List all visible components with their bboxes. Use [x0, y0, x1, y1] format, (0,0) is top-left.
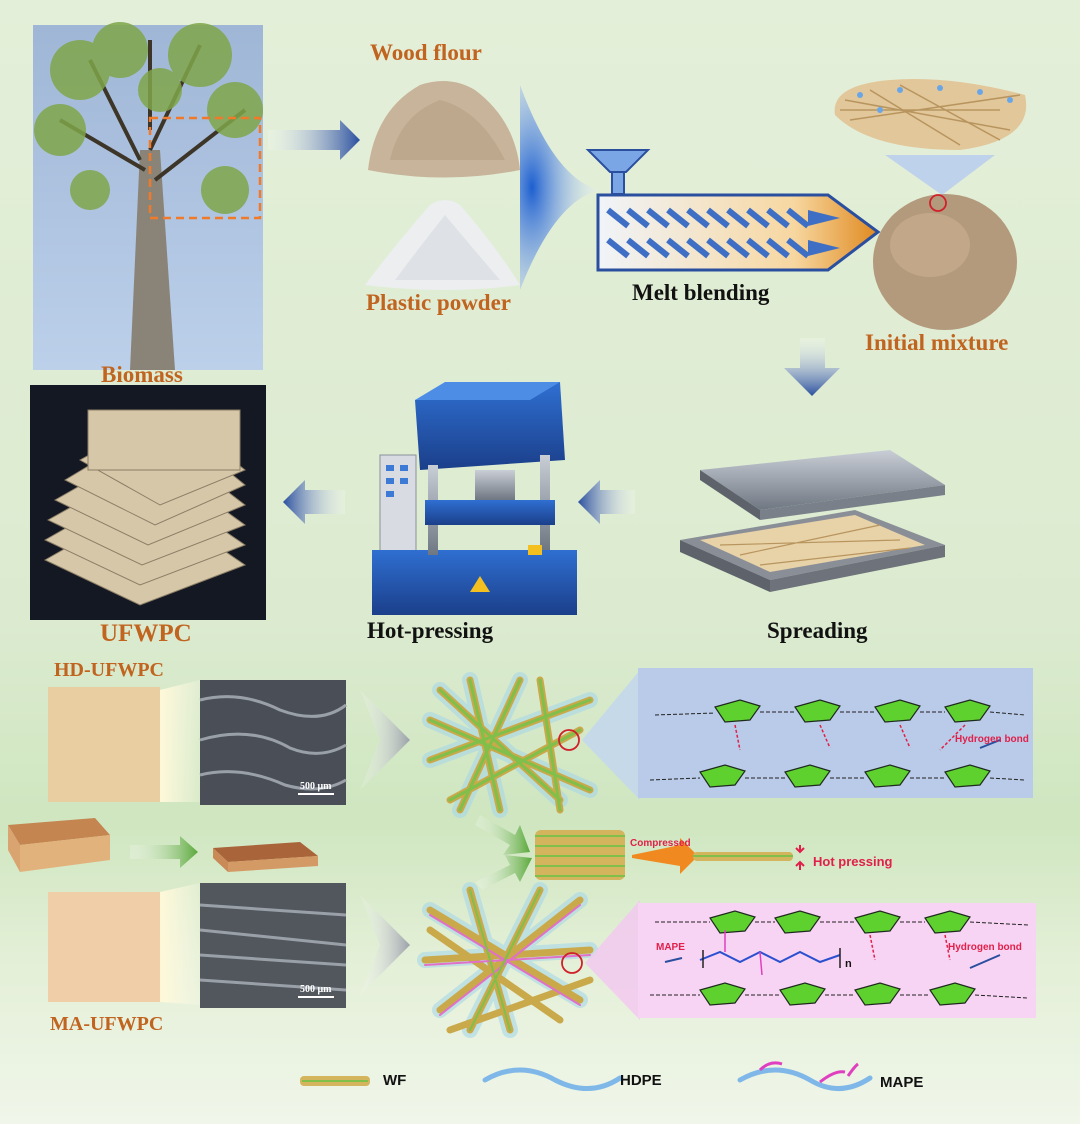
plastic-powder-pile: [365, 200, 520, 290]
ma-ufwpc-label: MA-UFWPC: [50, 1013, 164, 1035]
wood-flour-label: Wood flour: [370, 40, 482, 65]
hot-pressing-label: Hot-pressing: [367, 618, 494, 643]
arrow-compressed: [632, 838, 698, 874]
spreading-mold: [680, 450, 945, 592]
hd-ufwpc-label: HD-UFWPC: [54, 659, 164, 681]
ma-sample-photo: [48, 892, 160, 1002]
mape-chain-label: MAPE: [656, 942, 685, 953]
hot-press-machine: [372, 382, 577, 615]
legend-hdpe-swatch: [482, 1067, 623, 1091]
arrow-board-compress: [130, 836, 198, 868]
arrow-green-bottom: [475, 855, 532, 890]
legend-mape-swatch: [737, 1061, 873, 1091]
biomass-tree-photo: [33, 22, 263, 370]
initial-mixture-label: Initial mixture: [865, 330, 1009, 355]
legend-wf-swatch: [300, 1076, 370, 1086]
ufwpc-panels-photo: [30, 385, 266, 620]
compressed-label: Compressed: [630, 838, 691, 849]
wood-board-thin: [213, 842, 318, 872]
hd-molecular-panel: [638, 668, 1033, 798]
ma-fiber-network: [417, 882, 598, 1038]
arrow-to-ufwpc: [283, 480, 345, 524]
melt-blending-label: Melt blending: [632, 280, 770, 305]
spreading-label: Spreading: [767, 618, 868, 643]
ma-light-beam: [160, 883, 200, 1005]
ma-zoom-beam: [585, 900, 640, 1020]
wood-board-thick: [8, 818, 110, 872]
arrow-to-hot-pressing: [578, 480, 635, 524]
initial-mixture-fibers: [834, 79, 1027, 195]
plastic-powder-label: Plastic powder: [366, 290, 512, 315]
hd-light-beam: [160, 680, 200, 802]
arrow-grey-ma: [360, 895, 410, 995]
legend-mape-label: MAPE: [880, 1074, 924, 1091]
wf-compressed-fiber: [693, 845, 805, 870]
initial-mixture-pile: [873, 194, 1017, 330]
hd-sample-photo: [48, 687, 160, 802]
ma-molecular-panel: [638, 903, 1036, 1018]
merge-funnel: [520, 85, 600, 290]
hd-sem-image: [199, 680, 347, 805]
hd-zoom-beam: [582, 670, 640, 800]
arrow-green-top: [475, 815, 530, 855]
ma-scale-bar-text: 500 μm: [300, 984, 332, 995]
arrow-grey-hd: [360, 690, 410, 790]
hd-scale-bar-text: 500 μm: [300, 781, 332, 792]
polymer-subscript-n: n: [845, 958, 852, 970]
ma-sem-image: [199, 883, 347, 1008]
arrow-to-spreading: [784, 338, 840, 396]
legend-hdpe-label: HDPE: [620, 1072, 662, 1089]
wood-flour-pile: [368, 81, 520, 178]
hot-pressing-note: Hot pressing: [813, 854, 893, 869]
hd-fiber-network: [422, 672, 598, 818]
hydrogen-bond-label-top: Hydrogen bond: [955, 734, 1029, 745]
arrow-to-wood-flour: [268, 120, 360, 160]
hydrogen-bond-label-bottom: Hydrogen bond: [948, 942, 1022, 953]
extruder: [585, 149, 881, 272]
ufwpc-label: UFWPC: [100, 620, 192, 647]
biomass-label: Biomass: [101, 362, 183, 387]
legend-wf-label: WF: [383, 1072, 407, 1089]
wf-bundle: [535, 830, 625, 880]
